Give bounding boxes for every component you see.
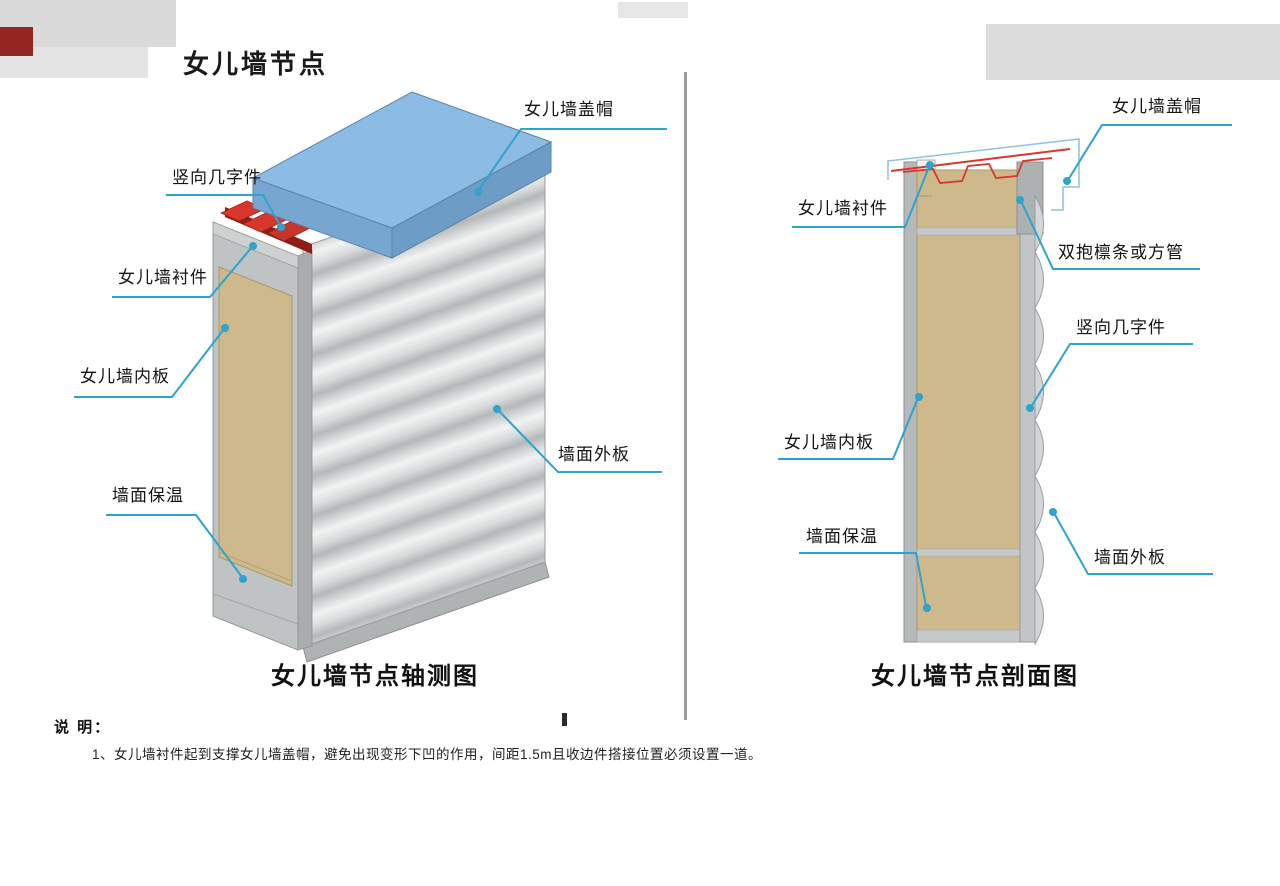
- sec-seam-upper: [916, 227, 1021, 236]
- sheet-title: 女儿墙节点: [183, 49, 329, 79]
- label-left-vertical: 竖向几字件: [172, 168, 262, 187]
- label-left-lining: 女儿墙衬件: [118, 268, 208, 287]
- iso-bottom-channel-seam: [212, 593, 299, 625]
- leader-right-vertical-piece: [1026, 343, 1193, 412]
- leader-left-inner-panel: [74, 324, 229, 398]
- label-left-insulation: 墙面保温: [112, 486, 184, 505]
- section-view: [778, 124, 1232, 646]
- leader-right-inner-panel: [778, 393, 923, 460]
- iso-insulation-seam: [218, 551, 293, 582]
- iso-insulation-panel: [218, 266, 293, 587]
- red-stamp-square: [0, 27, 33, 56]
- label-right-lining: 女儿墙衬件: [798, 199, 888, 218]
- caption-section: 女儿墙节点剖面图: [871, 663, 1079, 690]
- leader-right-cap: [1063, 124, 1232, 185]
- sec-corrugation-scallops: [1034, 194, 1044, 646]
- leader-left-outer-panel: [493, 405, 662, 473]
- leader-left-insulation: [106, 514, 247, 583]
- sec-insulation: [916, 169, 1021, 643]
- sec-cap-flashing-red: [890, 148, 1071, 184]
- leader-left-vertical-piece: [166, 194, 285, 231]
- corner-artifact-topmiddle: [618, 2, 688, 18]
- notes-heading: 说 明：: [54, 719, 112, 736]
- label-right-vertical: 竖向几字件: [1076, 318, 1166, 337]
- leader-left-cap: [474, 128, 667, 196]
- leader-right-purlin: [1016, 196, 1200, 270]
- leader-right-lining: [792, 161, 934, 228]
- label-right-inner-panel: 女儿墙内板: [784, 433, 874, 452]
- iso-corner-strip: [297, 249, 313, 651]
- label-right-cap: 女儿墙盖帽: [1112, 97, 1202, 116]
- sec-bottom-channel: [916, 629, 1021, 643]
- label-right-outer-panel: 墙面外板: [1094, 548, 1166, 567]
- ink-mark: [562, 713, 567, 726]
- label-left-inner-panel: 女儿墙内板: [80, 367, 170, 386]
- leader-right-insulation: [799, 552, 931, 612]
- label-right-purlin: 双抱檩条或方管: [1058, 243, 1184, 262]
- label-left-outer-panel: 墙面外板: [558, 445, 630, 464]
- sec-outer-panel: [1019, 187, 1036, 643]
- view-divider: [684, 72, 687, 720]
- sec-seam-lower: [916, 548, 1021, 557]
- iso-parapet-cap: [251, 91, 553, 259]
- corner-artifact-topright: [986, 24, 1280, 80]
- notes-item-1: 1、女儿墙衬件起到支撑女儿墙盖帽，避免出现变形下凹的作用，间距1.5m且收边件搭…: [92, 747, 763, 762]
- sec-inner-panel: [903, 161, 918, 643]
- leader-right-outer-panel: [1049, 508, 1213, 575]
- label-left-cap: 女儿墙盖帽: [524, 100, 614, 119]
- axonometric-view: [74, 91, 667, 663]
- label-right-insulation: 墙面保温: [806, 527, 878, 546]
- caption-axonometric: 女儿墙节点轴测图: [271, 663, 479, 690]
- leader-left-lining: [112, 242, 257, 298]
- sec-cap-outline-blue: [887, 138, 1080, 211]
